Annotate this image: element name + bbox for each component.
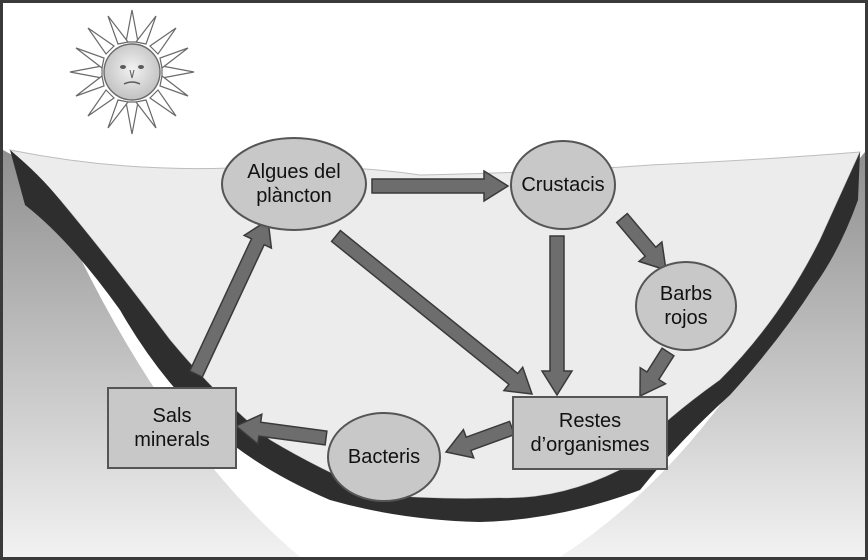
node-algues-shape	[221, 137, 367, 231]
node-crustacis-label: Crustacis	[521, 174, 605, 196]
left-bank	[3, 150, 300, 557]
arrow-crustacis-to-barbs	[615, 212, 667, 272]
arrow-algues-to-crustacis	[371, 169, 510, 203]
arrow-sals-to-algues	[188, 218, 273, 379]
node-bacteris-shape	[327, 412, 441, 502]
arrow-crustacis-to-restes	[540, 235, 574, 397]
arrow-algues-to-restes	[330, 229, 534, 395]
node-crustacis-shape	[510, 140, 616, 230]
arrows-layer	[188, 169, 675, 459]
node-sals-label: Sals minerals	[134, 405, 210, 451]
node-sals-shape	[107, 387, 237, 469]
node-barbs-label: Barbs rojos	[659, 283, 713, 329]
node-restes-shape	[512, 396, 668, 470]
arrow-bacteris-to-sals	[234, 413, 328, 446]
arrow-barbs-to-restes	[639, 347, 675, 398]
node-barbs-shape	[635, 261, 737, 351]
sun-icon	[69, 9, 195, 135]
node-algues-label: Algues del plàncton	[247, 161, 341, 207]
node-bacteris-label: Bacteris	[347, 446, 421, 468]
arrow-restes-to-bacteris	[444, 420, 516, 459]
right-bank	[560, 152, 865, 557]
node-restes-label: Restes d’organismes	[530, 410, 650, 456]
